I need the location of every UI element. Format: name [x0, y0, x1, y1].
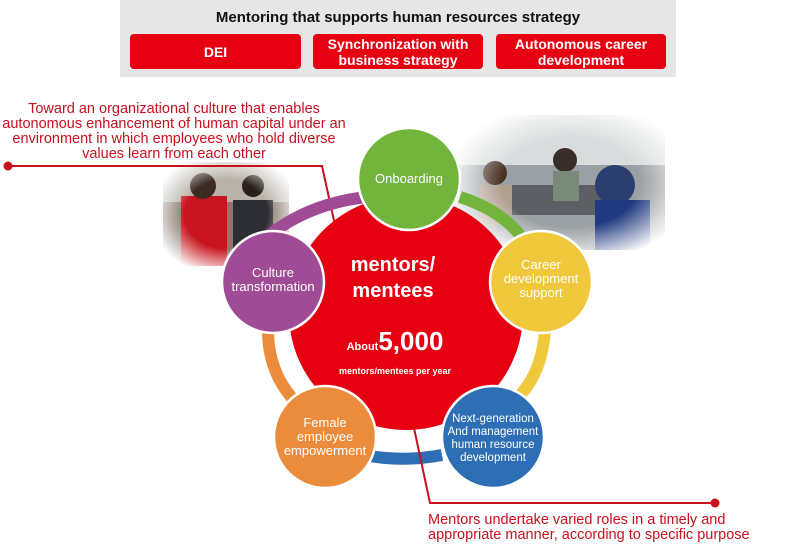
about-prefix: About: [347, 341, 379, 353]
label-culture: Culture transformation: [222, 266, 324, 294]
center-title: mentors/ mentees: [328, 252, 458, 304]
arc-career: [520, 330, 545, 395]
center-title-line2: mentees: [328, 278, 458, 304]
label-nextgen: Next-generation And management human res…: [444, 413, 542, 465]
label-female: Female employee empowerment: [277, 416, 373, 458]
label-career: Career development support: [496, 258, 586, 300]
bottom-note: Mentors undertake varied roles in a time…: [428, 513, 800, 543]
label-onboarding: Onboarding: [364, 172, 454, 186]
top-connector-dot: [4, 162, 13, 171]
arc-nextgen: [370, 455, 442, 459]
about-number: 5,000: [378, 326, 443, 356]
center-subtitle: mentors/mentees per year: [310, 366, 480, 376]
center-about: About5,000: [300, 326, 490, 357]
bottom-connector-dot: [711, 499, 720, 508]
center-title-line1: mentors/: [328, 252, 458, 278]
arc-female: [268, 330, 292, 398]
